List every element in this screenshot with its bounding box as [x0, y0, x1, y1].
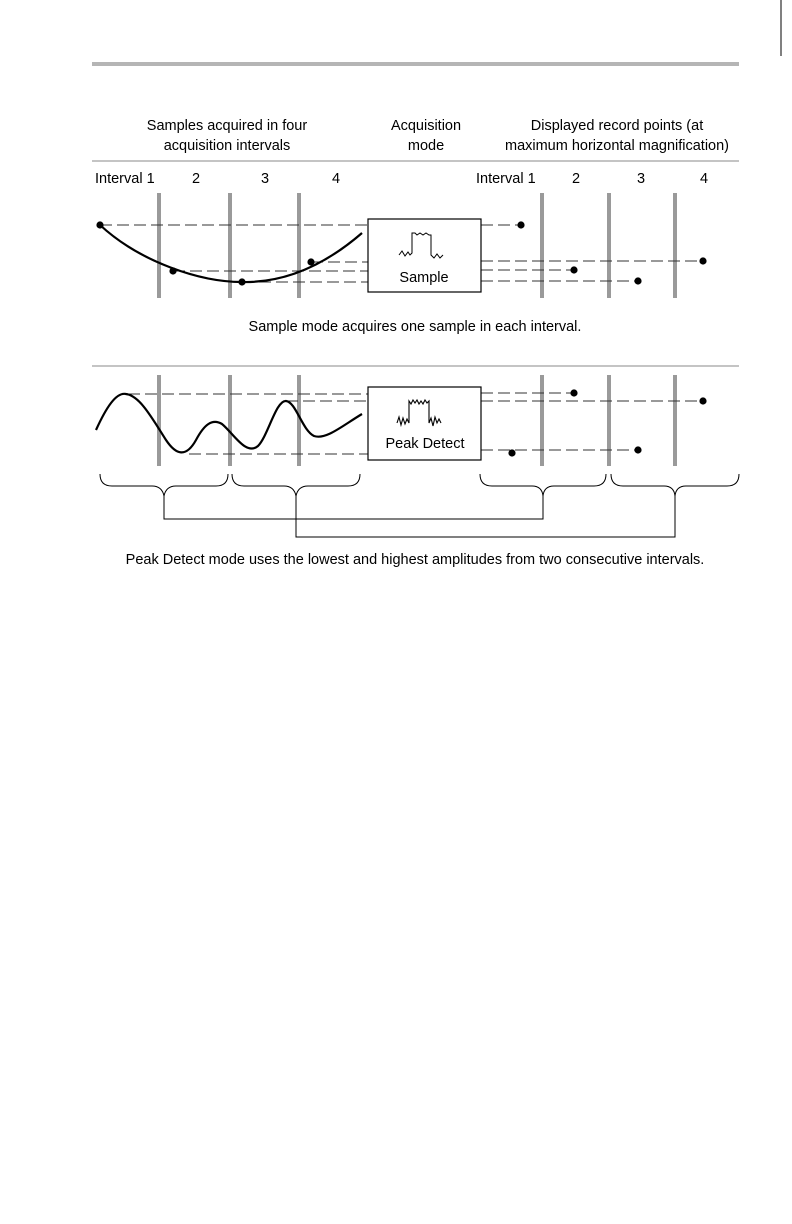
record-point	[517, 221, 525, 229]
record-point	[508, 449, 516, 457]
peak-detect-caption: Peak Detect mode uses the lowest and hig…	[126, 552, 705, 568]
right-heading-line1: Displayed record points (at	[531, 118, 703, 134]
record-point	[570, 389, 578, 397]
record-point	[699, 397, 707, 405]
left-heading-line1: Samples acquired in four	[147, 118, 308, 134]
left-interval-label-1: Interval 1	[95, 171, 155, 187]
peak-detect-waveform-icon	[396, 398, 442, 428]
right-heading-line2: maximum horizontal magnification)	[505, 138, 729, 154]
sample-mode-box	[367, 218, 482, 293]
left-interval-label-2: 2	[192, 171, 200, 187]
sample-point	[96, 221, 104, 229]
record-point	[634, 277, 642, 285]
brace-connector	[163, 496, 544, 520]
sample-point	[169, 267, 177, 275]
brace	[479, 473, 607, 497]
peak-detect-panel: Peak Detect Peak Detect mode uses the lo…	[94, 375, 740, 568]
page-top-rule	[92, 62, 739, 66]
brace	[99, 473, 229, 497]
left-interval-label-4: 4	[332, 171, 340, 187]
record-point	[634, 446, 642, 454]
brace	[231, 473, 361, 497]
brace	[610, 473, 740, 497]
right-interval-label-3: 3	[637, 171, 645, 187]
sample-caption: Sample mode acquires one sample in each …	[249, 319, 582, 335]
brace-connector	[295, 496, 676, 538]
sample-panel: Sample Sample mode acquires one sample i…	[96, 193, 707, 335]
sample-point	[307, 258, 315, 266]
sample-point	[238, 278, 246, 286]
sample-mode-label: Sample	[399, 270, 448, 286]
peak-detect-mode-label: Peak Detect	[386, 436, 465, 452]
record-point	[699, 257, 707, 265]
peak-input-waveform	[94, 392, 363, 454]
sample-waveform-icon	[398, 232, 444, 259]
right-interval-label-2: 2	[572, 171, 580, 187]
mid-heading-line2: mode	[408, 138, 444, 154]
left-heading-line2: acquisition intervals	[164, 138, 291, 154]
right-interval-label-4: 4	[700, 171, 708, 187]
left-interval-label-3: 3	[261, 171, 269, 187]
peak-detect-mode-box	[367, 386, 482, 461]
record-point	[570, 266, 578, 274]
mid-heading-line1: Acquisition	[391, 118, 461, 134]
right-interval-label-1: Interval 1	[476, 171, 536, 187]
